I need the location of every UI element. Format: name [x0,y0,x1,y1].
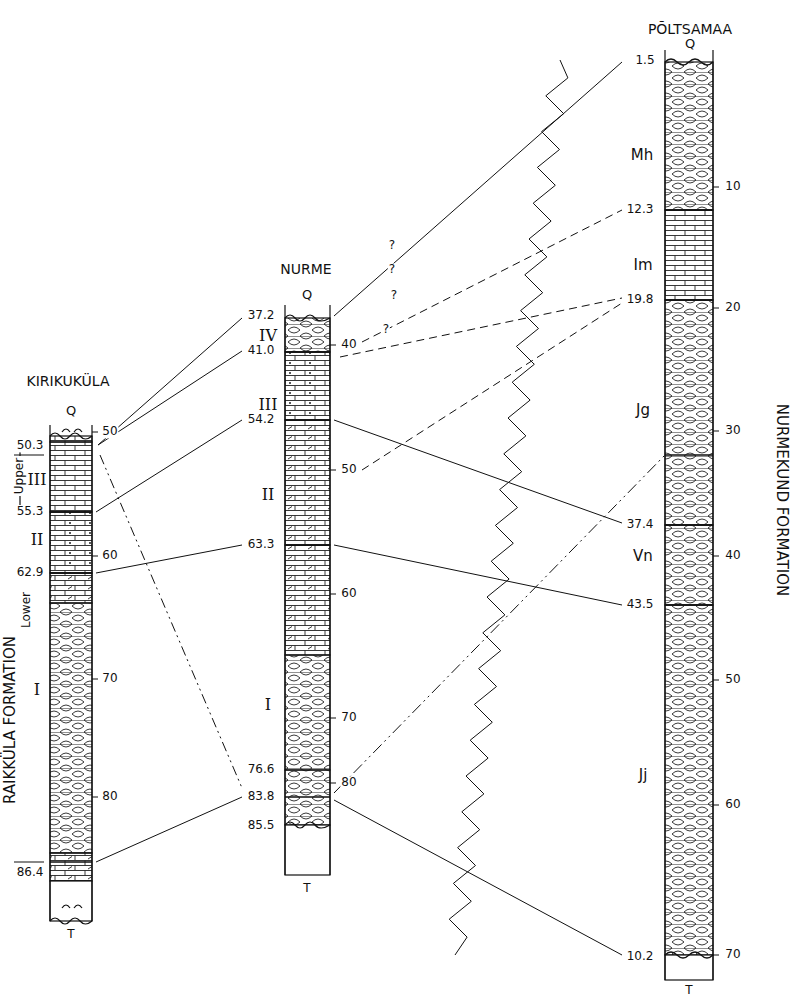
scale-number: 50 [340,463,357,476]
depth-label: 37.4 [626,518,655,531]
unit-label: Im [632,257,653,274]
unit-label: Vn [632,548,654,565]
scale-number: 70 [101,672,118,685]
depth-label: 76.6 [247,763,276,776]
unit-label: Q [301,288,313,302]
well-name: PÕLTSAMAA [647,22,733,37]
unit-label: Lower [20,591,33,629]
scale-number: 10 [724,180,741,193]
query-mark: ? [388,263,396,276]
scale-number: 70 [724,948,741,961]
unit-number: II [30,531,45,549]
query-mark: ? [388,239,396,252]
scale-number: 70 [340,711,357,724]
unit-label: Q [65,404,77,418]
unit-label: T [302,882,311,895]
depth-label: 1.5 [634,54,655,67]
unit-number: III [258,396,279,414]
unit-number: II [261,486,276,504]
depth-label: 62.9 [16,566,45,579]
depth-label: 12.3 [626,203,655,216]
depth-label: 85.5 [247,819,276,832]
unit-label: Q [684,37,696,51]
unit-number: I [264,696,272,714]
scale-number: 50 [101,425,118,438]
scale-number: 30 [724,424,741,437]
formation-name: NURMEKUND FORMATION [774,403,791,598]
depth-label: 63.3 [247,538,276,551]
depth-label: 43.5 [626,598,655,611]
depth-label: 55.3 [16,505,45,518]
scale-number: 50 [724,673,741,686]
unit-number: I [33,681,41,699]
depth-label: 10.2 [626,950,655,963]
unit-label: T [66,928,75,941]
unit-label: T [684,984,693,997]
unit-label: Jg [635,402,651,419]
depth-label: 41.0 [247,344,276,357]
scale-number: 40 [340,338,357,351]
depth-label: 83.8 [247,790,276,803]
scale-number: 80 [340,776,357,789]
scale-number: 60 [724,798,741,811]
formation-name: RAIKKÜLA FORMATION [2,635,19,805]
scale-number: 60 [340,587,357,600]
unit-number: III [27,471,48,489]
depth-label: 37.2 [247,309,276,322]
scale-number: 60 [101,549,118,562]
scale-number: 40 [724,549,741,562]
depth-label: 86.4 [16,866,45,879]
well-name: KIRIKUKÜLA [26,374,111,389]
depth-label: 50.3 [16,439,45,452]
depth-label: 19.8 [626,293,655,306]
unit-label: Jj [638,767,649,784]
unit-number: IV [258,327,278,345]
scale-number: 80 [101,790,118,803]
unit-label: Mh [630,147,654,164]
query-mark: ? [382,323,390,336]
unit-label: Upper [13,457,26,495]
query-mark: ? [390,289,398,302]
well-name: NURME [279,262,332,277]
depth-label: 54.2 [247,413,276,426]
scale-number: 20 [724,301,741,314]
